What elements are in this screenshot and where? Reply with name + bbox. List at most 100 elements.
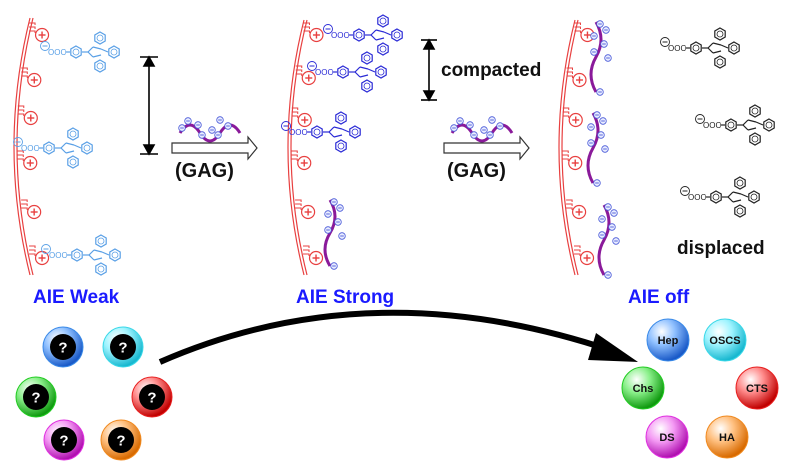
positive-charge-icon bbox=[571, 204, 587, 220]
negative-charge-icon bbox=[40, 41, 50, 51]
benzene-ring-icon bbox=[714, 27, 726, 41]
negative-charge-icon bbox=[307, 61, 317, 71]
polymer-tooth bbox=[566, 67, 573, 70]
polymer-tooth bbox=[562, 158, 569, 161]
gag-type-label: HA bbox=[719, 432, 735, 444]
negative-charge-icon bbox=[598, 231, 606, 239]
benzene-ring-icon bbox=[375, 65, 387, 79]
polymer-tooth bbox=[562, 107, 570, 110]
positive-charge-icon bbox=[579, 250, 595, 266]
stage-title-strong: AIE Strong bbox=[296, 287, 394, 308]
negative-charge-icon bbox=[178, 124, 186, 132]
tpe-carboxylate-molecule: OOC bbox=[40, 31, 120, 73]
positive-charge-icon bbox=[297, 112, 312, 128]
polymer-tooth bbox=[17, 150, 24, 153]
negative-charge-icon bbox=[593, 179, 601, 187]
benzene-ring-icon bbox=[67, 127, 79, 141]
positive-charge-icon bbox=[34, 27, 50, 43]
identified-gag-ball: Chs bbox=[621, 366, 665, 410]
carboxylate-label: OOC bbox=[49, 251, 67, 260]
polymer-tooth bbox=[295, 199, 302, 202]
displaced-label: displaced bbox=[677, 238, 765, 259]
compacted-label: compacted bbox=[441, 60, 541, 81]
negative-charge-icon bbox=[597, 131, 605, 139]
benzene-ring-icon bbox=[377, 14, 389, 28]
tpe-carboxylate-molecule: OOC bbox=[13, 127, 93, 169]
question-core bbox=[23, 384, 49, 410]
unknown-gag-ball: ? bbox=[42, 326, 84, 368]
tpe-carboxylate-molecule: OOC bbox=[281, 111, 361, 153]
tpe-carboxylate-molecule: OOC bbox=[323, 14, 403, 56]
benzene-ring-icon bbox=[749, 104, 761, 118]
polymer-tooth bbox=[291, 115, 299, 118]
ball-shell bbox=[646, 318, 690, 362]
unknown-gag-ball: ? bbox=[100, 419, 142, 461]
gag-type-label: Hep bbox=[658, 335, 679, 347]
benzene-ring-icon bbox=[43, 141, 55, 155]
negative-charge-icon bbox=[470, 131, 478, 139]
polymer-tooth bbox=[303, 30, 310, 33]
negative-charge-icon bbox=[194, 121, 202, 129]
polymer-tooth bbox=[303, 245, 310, 248]
polymer-tooth bbox=[29, 253, 36, 256]
ball-shell bbox=[703, 318, 747, 362]
unknown-gag-ball: ? bbox=[43, 419, 85, 461]
benzene-ring-icon bbox=[335, 111, 347, 125]
negative-charge-icon bbox=[598, 215, 606, 223]
negative-charge-icon bbox=[695, 114, 705, 124]
negative-charge-icon bbox=[660, 37, 670, 47]
ball-shell bbox=[735, 366, 779, 410]
polymer-tooth bbox=[291, 111, 299, 114]
unknown-gag-ball: ? bbox=[102, 326, 144, 368]
polymer-tooth bbox=[574, 253, 581, 256]
polymer-backbone bbox=[561, 19, 579, 276]
negative-charge-icon bbox=[323, 24, 333, 34]
positive-charge-icon bbox=[308, 250, 324, 266]
negative-charge-icon bbox=[590, 32, 598, 40]
negative-charge-icon bbox=[602, 26, 610, 34]
benzene-ring-icon bbox=[71, 248, 83, 262]
polymer-tooth bbox=[21, 71, 28, 74]
benzene-ring-icon bbox=[353, 28, 365, 42]
negative-charge-icon bbox=[450, 124, 458, 132]
benzene-ring-icon bbox=[81, 141, 93, 155]
benzene-ring-icon bbox=[95, 262, 107, 276]
negative-charge-icon bbox=[601, 145, 609, 153]
gag-type-label: DS bbox=[659, 432, 674, 444]
polymer-tooth bbox=[574, 30, 581, 33]
positive-charge-icon bbox=[23, 110, 38, 126]
negative-charge-icon bbox=[184, 117, 192, 125]
polymer-tooth bbox=[562, 150, 569, 153]
polymer-tooth bbox=[17, 113, 25, 116]
gag-type-label: CTS bbox=[746, 383, 768, 395]
benzene-ring-icon bbox=[734, 204, 746, 218]
gag-label-1: (GAG) bbox=[175, 160, 234, 182]
polymer-tooth bbox=[574, 249, 581, 252]
negative-charge-icon bbox=[330, 262, 338, 270]
identified-gag-ball: HA bbox=[705, 415, 749, 459]
transition-arrow-head bbox=[588, 333, 638, 362]
unknown-gag-ball: ? bbox=[131, 376, 173, 418]
carboxylate-label: OOC bbox=[289, 128, 307, 137]
benzene-ring-icon bbox=[349, 125, 361, 139]
gag-label-2: (GAG) bbox=[447, 160, 506, 182]
carboxylate-label: OOC bbox=[688, 193, 706, 202]
polymer-backbone bbox=[558, 19, 576, 276]
positive-charge-icon bbox=[580, 27, 595, 43]
negative-charge-icon bbox=[338, 232, 346, 240]
negative-charge-icon bbox=[599, 117, 607, 125]
identified-gag-ball: OSCS bbox=[703, 318, 747, 362]
unknown-gag-ball: ? bbox=[15, 376, 57, 418]
negative-charge-icon bbox=[336, 204, 344, 212]
benzene-ring-icon bbox=[361, 79, 373, 93]
gag-type-label: Chs bbox=[633, 383, 654, 395]
polymer-chain bbox=[13, 17, 50, 276]
negative-charge-icon bbox=[596, 20, 604, 28]
negative-charge-icon bbox=[281, 121, 291, 131]
polymer-tooth bbox=[303, 249, 310, 252]
benzene-ring-icon bbox=[94, 31, 106, 45]
negative-charge-icon bbox=[604, 203, 612, 211]
negative-charge-icon bbox=[224, 122, 232, 130]
